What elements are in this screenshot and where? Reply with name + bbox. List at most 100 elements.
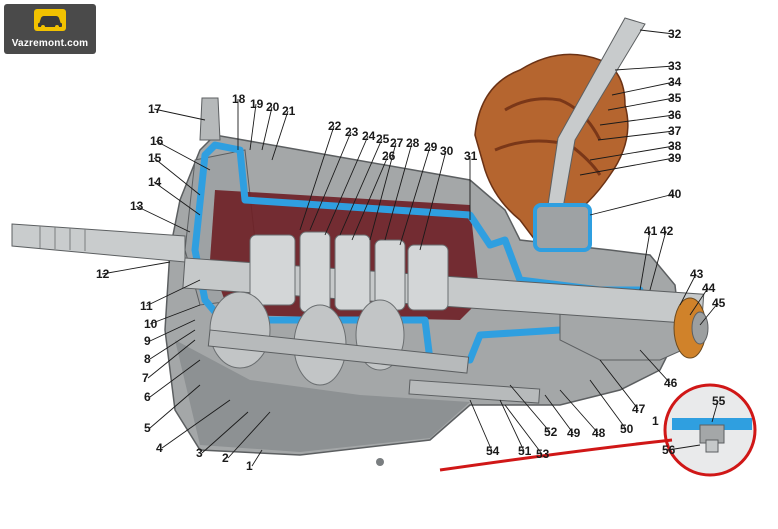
callout-label-49: 49 xyxy=(567,426,581,440)
callout-leader-9 xyxy=(149,319,196,342)
callout-label-37: 37 xyxy=(668,124,682,138)
callout-label-35: 35 xyxy=(668,91,682,105)
callout-label-48: 48 xyxy=(592,426,606,440)
callout-leader-22 xyxy=(299,125,335,231)
lever-base xyxy=(533,203,592,252)
gear xyxy=(407,244,449,311)
callout-label-11: 11 xyxy=(140,299,153,313)
callout-leader-8 xyxy=(149,329,196,360)
input-shaft xyxy=(11,223,186,263)
callout-label-34: 34 xyxy=(668,75,682,89)
callout-label-3: 3 xyxy=(196,446,203,460)
callout-label-10: 10 xyxy=(144,317,158,331)
callout-leader-1 xyxy=(251,449,263,467)
callout-label-32: 32 xyxy=(668,27,682,41)
callout-label-45: 45 xyxy=(712,296,726,310)
callout-leader-52 xyxy=(509,384,551,433)
drain-plug xyxy=(376,458,384,466)
callout-leader-14 xyxy=(153,181,201,216)
inset-label-1: 1 xyxy=(652,414,659,428)
callout-leader-39 xyxy=(579,157,675,176)
countershaft xyxy=(207,329,470,374)
callout-leader-37 xyxy=(597,130,675,141)
callout-leader-55 xyxy=(711,400,719,423)
callout-label-2: 2 xyxy=(222,451,229,465)
callout-leader-4 xyxy=(161,399,231,449)
callout-label-13: 13 xyxy=(130,199,144,213)
callout-leader-56 xyxy=(667,444,701,451)
callout-label-25: 25 xyxy=(376,132,390,146)
callout-label-55: 55 xyxy=(712,394,726,408)
callout-label-53: 53 xyxy=(536,447,550,461)
site-logo[interactable]: Vazremont.com xyxy=(4,4,96,54)
callout-leader-15 xyxy=(153,157,201,196)
callout-label-38: 38 xyxy=(668,139,682,153)
callout-leader-20 xyxy=(261,106,273,151)
callout-label-8: 8 xyxy=(144,352,151,366)
callout-label-19: 19 xyxy=(250,97,264,111)
callout-label-4: 4 xyxy=(156,441,163,455)
callout-leader-10 xyxy=(149,304,201,325)
callout-leader-42 xyxy=(649,230,667,291)
callout-label-47: 47 xyxy=(632,402,646,416)
callout-leader-38 xyxy=(589,145,675,161)
callout-leader-19 xyxy=(249,103,257,151)
callout-label-29: 29 xyxy=(424,140,438,154)
car-icon xyxy=(34,9,66,31)
callout-leader-49 xyxy=(544,394,574,434)
callout-label-36: 36 xyxy=(668,108,682,122)
callout-label-27: 27 xyxy=(390,136,404,150)
callout-label-33: 33 xyxy=(668,59,682,73)
callout-leader-35 xyxy=(607,97,675,111)
callout-leader-32 xyxy=(639,29,675,35)
callout-label-46: 46 xyxy=(664,376,678,390)
callout-label-41: 41 xyxy=(644,224,658,238)
callout-leader-34 xyxy=(611,81,675,96)
callout-leader-13 xyxy=(135,205,191,233)
callout-label-42: 42 xyxy=(660,224,674,238)
callout-label-44: 44 xyxy=(702,281,716,295)
callout-leader-27 xyxy=(369,142,397,241)
output-flange-hub xyxy=(691,311,709,345)
callout-leader-16 xyxy=(155,140,211,171)
logo-text: Vazremont.com xyxy=(11,38,89,49)
callout-label-43: 43 xyxy=(690,267,704,281)
callout-leader-7 xyxy=(147,339,196,379)
gear xyxy=(299,231,331,313)
callout-label-39: 39 xyxy=(668,151,682,165)
callout-label-7: 7 xyxy=(142,371,149,385)
callout-leader-3 xyxy=(201,411,249,454)
callout-label-26: 26 xyxy=(382,149,396,163)
housing-lower xyxy=(175,340,470,452)
callout-label-17: 17 xyxy=(148,102,162,116)
countershaft-gear xyxy=(209,291,271,369)
callout-leader-50 xyxy=(589,379,627,430)
callout-leader-46 xyxy=(639,349,671,384)
callout-label-12: 12 xyxy=(96,267,110,281)
callout-label-21: 21 xyxy=(282,104,296,118)
callout-label-50: 50 xyxy=(620,422,634,436)
callout-label-9: 9 xyxy=(144,334,151,348)
callout-leader-29 xyxy=(399,146,431,246)
callout-leader-43 xyxy=(679,273,697,306)
callout-leader-44 xyxy=(689,287,709,316)
gear xyxy=(249,234,296,306)
callout-label-52: 52 xyxy=(544,425,558,439)
callout-leader-17 xyxy=(153,108,206,121)
callout-leader-48 xyxy=(559,389,599,434)
callout-label-5: 5 xyxy=(144,421,151,435)
inset-connector xyxy=(439,438,673,472)
callout-leader-6 xyxy=(149,359,201,398)
callout-label-6: 6 xyxy=(144,390,151,404)
callout-leader-40 xyxy=(589,193,675,216)
callout-label-22: 22 xyxy=(328,119,342,133)
callout-leader-24 xyxy=(324,135,369,236)
callout-leader-54 xyxy=(469,399,493,452)
callout-label-14: 14 xyxy=(148,175,162,189)
callout-leader-36 xyxy=(599,114,675,126)
gear xyxy=(334,234,371,311)
callout-label-51: 51 xyxy=(518,444,532,458)
callout-leader-51 xyxy=(499,399,525,452)
breather xyxy=(199,97,221,141)
